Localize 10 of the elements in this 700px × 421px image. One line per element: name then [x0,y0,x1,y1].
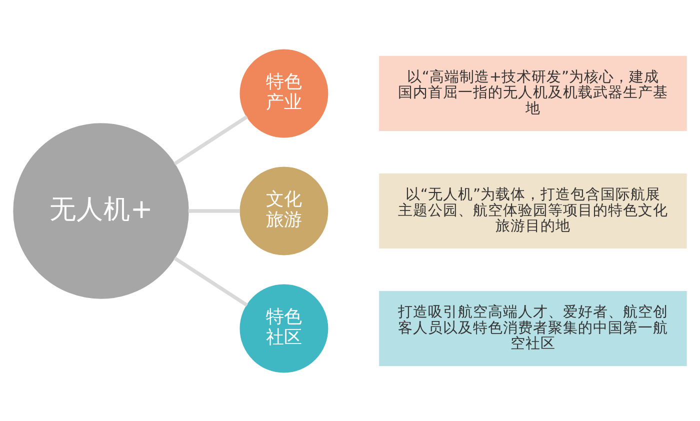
connector [174,114,248,165]
connector [188,208,240,212]
node-circle: 文化旅游 [240,166,328,255]
node-circle: 特色产业 [240,48,328,138]
connector [174,256,248,306]
node-box: 以“无人机”为载体，打造包含国际航展主题公园、航空体验园等项目的特色文化旅游目的地 [379,172,687,248]
node-circle: 特色社区 [240,284,328,372]
node-circle: 无人机+ [13,122,189,298]
node-box: 以“高端制造+技术研发”为核心，建成国内首屈一指的无人机及机载武器生产基地 [379,55,687,131]
node-box: 打造吸引航空高端人才、爱好者、航空创客人员以及特色消费者聚集的中国第一航空社区 [379,290,687,366]
